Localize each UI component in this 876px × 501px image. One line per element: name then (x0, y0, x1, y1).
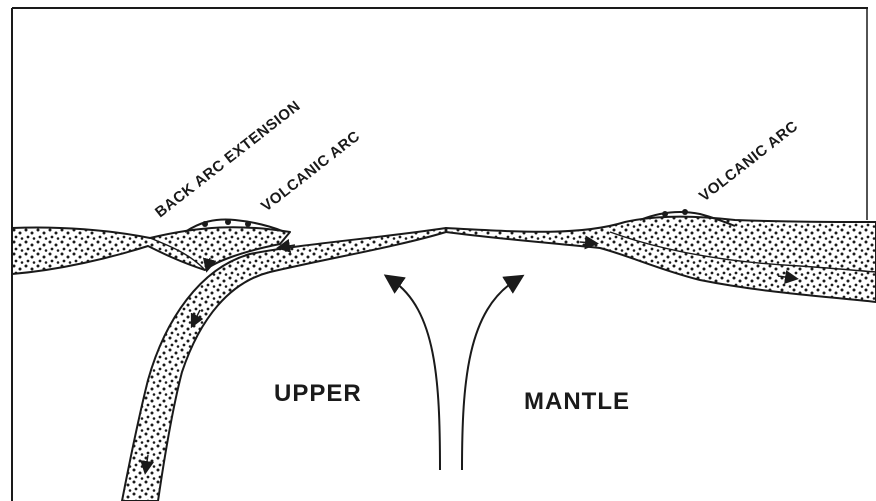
mantle-upwelling-arrows (392, 280, 516, 470)
subducting-slab (122, 228, 446, 501)
volcanic-arc-left-label: VOLCANIC ARC (258, 128, 363, 216)
right-oceanic-plate (446, 217, 876, 303)
upper-label: UPPER (274, 380, 362, 407)
volcanic-arc-right-label: VOLCANIC ARC (696, 118, 801, 206)
mantle-label: MANTLE (524, 388, 630, 415)
